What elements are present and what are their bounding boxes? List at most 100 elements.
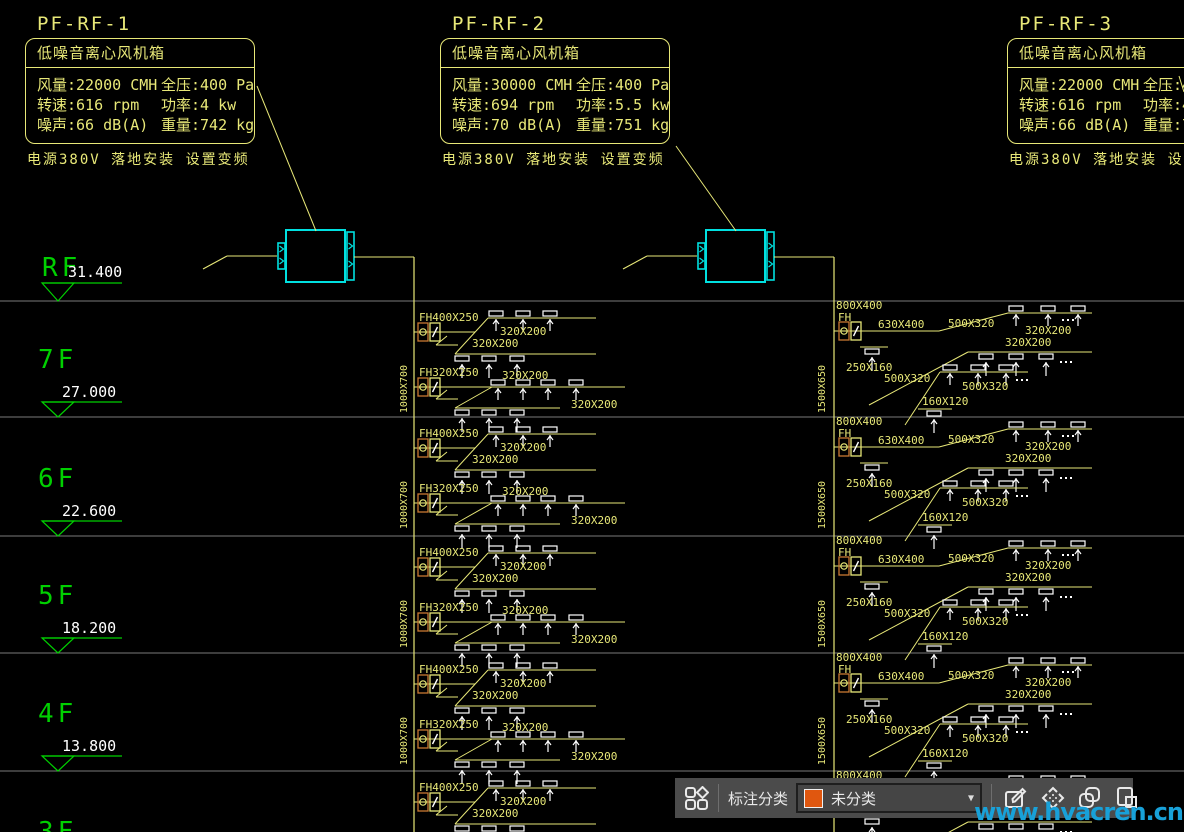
air-diffuser	[970, 599, 986, 606]
equipment-spec: 风量:30000 CMH	[452, 76, 573, 94]
air-diffuser	[497, 388, 502, 394]
air-diffuser	[1015, 597, 1020, 603]
air-diffuser	[1008, 305, 1024, 312]
air-diffuser	[926, 762, 942, 769]
duct-label: FH400X250	[419, 663, 479, 676]
air-diffuser	[488, 364, 493, 370]
air-diffuser	[1044, 549, 1049, 555]
air-diffuser	[461, 599, 466, 605]
floor-elevation: 22.600	[62, 502, 116, 520]
duct-label: FH320X250	[419, 601, 479, 614]
air-diffuser	[985, 597, 990, 603]
edit-annotation-icon[interactable]	[1003, 785, 1029, 811]
air-diffuser	[1015, 478, 1020, 484]
air-diffuser	[949, 608, 954, 614]
air-diffuser	[540, 614, 556, 621]
air-diffuser	[864, 818, 880, 825]
equipment-spec: 重量:742 kg	[161, 116, 255, 134]
damper	[431, 733, 439, 745]
air-diffuser	[1005, 373, 1010, 379]
duct-label: 320X200	[502, 721, 548, 734]
copy-icon[interactable]	[1077, 785, 1103, 811]
duct-line	[904, 606, 941, 661]
duct-label: 320X200	[1005, 688, 1051, 701]
duct-label: FH400X250	[419, 546, 479, 559]
air-diffuser	[461, 534, 466, 540]
continuation-dots	[1065, 477, 1067, 479]
air-diffuser	[930, 535, 935, 541]
fan-flange	[768, 242, 774, 250]
air-diffuser	[485, 599, 490, 605]
fan-flange	[348, 260, 354, 268]
apps-grid-icon[interactable]	[683, 785, 709, 811]
air-diffuser	[509, 471, 525, 478]
air-diffuser	[522, 435, 527, 441]
air-diffuser	[461, 716, 466, 722]
air-diffuser	[1008, 421, 1024, 428]
air-diffuser	[546, 435, 551, 441]
duct-line	[454, 621, 493, 644]
damper	[431, 561, 439, 573]
equipment-spec: 全压:400 Pa	[161, 76, 255, 94]
continuation-dots	[1067, 319, 1069, 321]
continuation-dots	[1062, 435, 1064, 437]
air-diffuser	[868, 473, 873, 479]
riser-size-label: 1000X700	[399, 600, 410, 648]
duct-label: FH320X250	[419, 366, 479, 379]
duct-label: 160X120	[922, 747, 968, 760]
duct-label: FH400X250	[419, 311, 479, 324]
floor-elevation: 13.800	[62, 737, 116, 755]
air-diffuser	[572, 388, 577, 394]
continuation-dots	[1026, 495, 1028, 497]
air-diffuser	[509, 355, 525, 362]
air-diffuser	[509, 525, 525, 532]
air-diffuser	[544, 740, 549, 746]
air-diffuser	[1038, 588, 1054, 595]
air-diffuser	[868, 827, 873, 832]
equipment-spec: 全压:400 Pa	[1143, 76, 1184, 94]
equipment-spec: 噪声:70 dB(A)	[452, 116, 564, 134]
equipment-note: 电源380V 落地安装 设置变频	[27, 152, 250, 168]
air-diffuser	[481, 644, 497, 651]
move-icon[interactable]	[1040, 785, 1066, 811]
air-diffuser	[1015, 430, 1020, 436]
duct-label: 320X200	[1025, 676, 1071, 689]
air-diffuser	[490, 379, 506, 386]
air-diffuser	[868, 357, 873, 363]
air-diffuser	[547, 740, 552, 746]
air-diffuser	[1012, 430, 1017, 436]
fan-flange	[346, 231, 355, 281]
air-diffuser	[481, 707, 497, 714]
category-color-swatch	[804, 788, 824, 808]
air-diffuser	[458, 653, 463, 659]
air-diffuser	[509, 761, 525, 768]
paste-icon[interactable]	[1114, 785, 1140, 811]
air-diffuser	[1045, 478, 1050, 484]
damper	[429, 612, 441, 632]
air-diffuser	[933, 771, 938, 777]
fan-flange	[699, 245, 705, 253]
air-diffuser	[568, 614, 584, 621]
air-diffuser	[871, 473, 876, 479]
fire-damper	[838, 437, 850, 457]
damper	[429, 557, 441, 577]
air-diffuser	[522, 504, 527, 510]
air-diffuser	[1015, 362, 1020, 368]
air-diffuser	[522, 319, 527, 325]
air-diffuser	[542, 545, 558, 552]
air-diffuser	[488, 653, 493, 659]
watermark: www.hvacren.cn	[974, 798, 1184, 826]
level-triangle	[40, 282, 76, 302]
fire-damper	[417, 493, 429, 513]
continuation-dots	[1021, 379, 1023, 381]
fire-damper	[838, 321, 850, 341]
air-diffuser	[515, 379, 531, 386]
damper	[431, 326, 439, 338]
equipment-note: 电源380V 落地安装 设置变频	[1009, 152, 1184, 168]
equipment-tag: PF-RF-3	[1019, 13, 1114, 35]
category-dropdown[interactable]: 未分类 ▼	[796, 783, 983, 813]
air-diffuser	[1042, 597, 1047, 603]
duct-label: 250X160	[846, 713, 892, 726]
